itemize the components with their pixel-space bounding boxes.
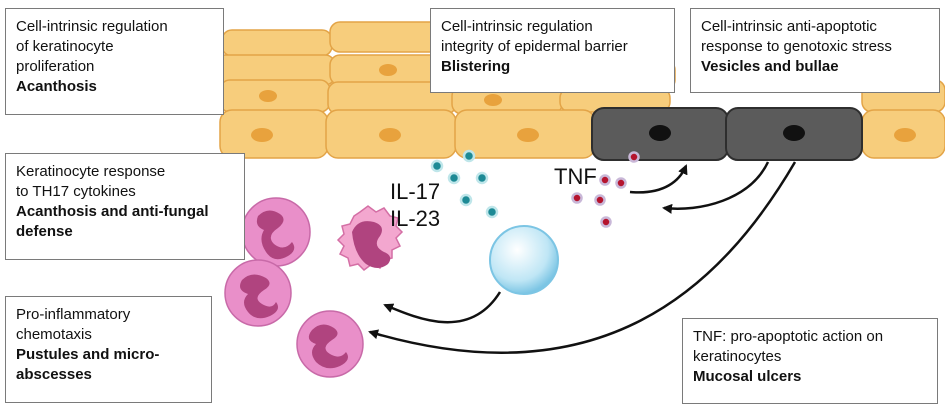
box-tnf-line1: TNF: pro-apoptotic action on xyxy=(693,328,884,345)
box-chemotaxis-line1: Pro-inflammatory xyxy=(16,306,131,323)
arrow-apoptosis-to-chemotaxis xyxy=(368,161,797,355)
keratinocyte-nuclei xyxy=(251,64,916,142)
box-th17-line1: Keratinocyte response xyxy=(16,163,166,180)
box-apoptotic-line2: response to genotoxic stress xyxy=(701,38,892,55)
il23-label: IL-23 xyxy=(390,206,441,231)
box-proliferation-line1: Cell-intrinsic regulation xyxy=(16,18,168,35)
t-cell xyxy=(489,225,559,295)
box-chemotaxis: Pro-inflammatory chemotaxis Pustules and… xyxy=(5,296,212,403)
arrow-tcell-to-neutrophils xyxy=(383,291,502,324)
box-apoptotic-line1: Cell-intrinsic anti-apoptotic xyxy=(701,18,877,35)
box-barrier-line2: integrity of epidermal barrier xyxy=(441,38,628,55)
box-th17: Keratinocyte response to TH17 cytokines … xyxy=(5,153,245,260)
box-chemotaxis-outcome-1: Pustules and micro- xyxy=(16,346,160,363)
box-proliferation: Cell-intrinsic regulation of keratinocyt… xyxy=(5,8,224,115)
box-apoptotic: Cell-intrinsic anti-apoptotic response t… xyxy=(690,8,940,93)
box-th17-line2: to TH17 cytokines xyxy=(16,183,136,200)
tnf-dots xyxy=(571,151,640,228)
arrow-keratinocyte-to-tnf xyxy=(662,161,770,214)
box-barrier: Cell-intrinsic regulation integrity of e… xyxy=(430,8,675,93)
tnf-label: TNF xyxy=(554,164,597,189)
arrows xyxy=(368,161,797,355)
box-chemotaxis-outcome-2: abscesses xyxy=(16,366,92,383)
box-proliferation-line2: of keratinocyte xyxy=(16,38,114,55)
neutrophil-activated xyxy=(336,205,404,271)
apoptotic-keratinocytes xyxy=(591,107,863,161)
box-th17-outcome-2: defense xyxy=(16,223,73,240)
neutrophil-middle xyxy=(224,259,292,327)
il-cytokine-dots xyxy=(430,149,499,219)
box-proliferation-outcome: Acanthosis xyxy=(16,78,97,95)
neutrophil-top xyxy=(241,197,311,267)
box-proliferation-line3: proliferation xyxy=(16,58,95,75)
box-tnf-line2: keratinocytes xyxy=(693,348,782,365)
box-th17-outcome-1: Acanthosis and anti-fungal xyxy=(16,203,209,220)
box-barrier-line1: Cell-intrinsic regulation xyxy=(441,18,593,35)
box-chemotaxis-line2: chemotaxis xyxy=(16,326,92,343)
il17-label: IL-17 xyxy=(390,179,441,204)
arrow-tnf-to-keratinocyte xyxy=(629,164,688,194)
neutrophil-bottom xyxy=(296,310,364,378)
box-apoptotic-outcome: Vesicles and bullae xyxy=(701,58,839,75)
box-tnf-outcome: Mucosal ulcers xyxy=(693,368,802,385)
box-tnf: TNF: pro-apoptotic action on keratinocyt… xyxy=(682,318,938,404)
box-barrier-outcome: Blistering xyxy=(441,58,511,75)
